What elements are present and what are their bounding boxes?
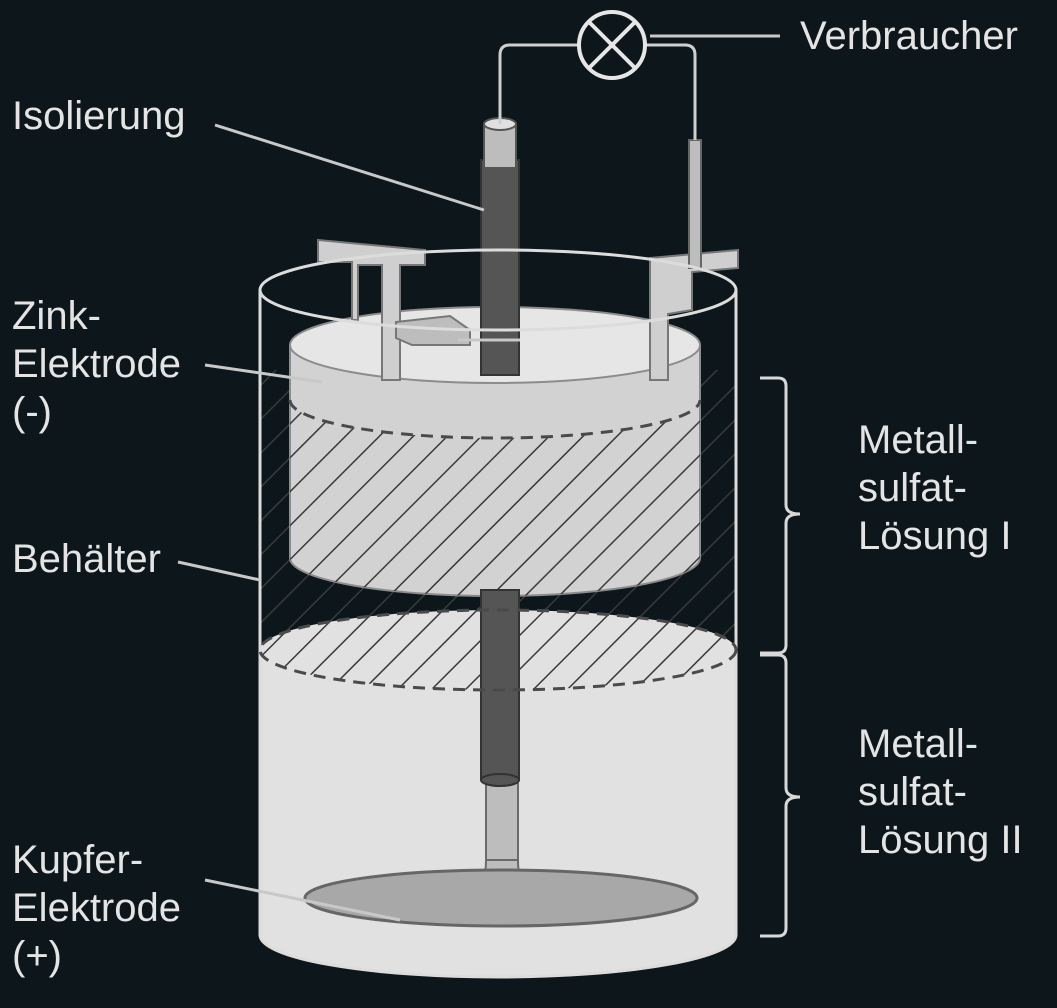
bracket-solution-one xyxy=(760,376,801,655)
label-solution-one-line2: sulfat- xyxy=(858,466,967,510)
label-zinc-line2: Elektrode xyxy=(12,342,181,386)
label-solution-one-line3: Lösung I xyxy=(858,514,1012,558)
wire-right xyxy=(646,43,697,140)
label-solution-one-line1: Metall- xyxy=(858,418,979,462)
leader-container xyxy=(177,560,261,582)
label-copper-line3: (+) xyxy=(12,934,62,978)
label-zinc-electrode: Zink- Elektrode (-) xyxy=(12,292,181,436)
copper-plate xyxy=(303,868,699,928)
zinc-holder-tab-front xyxy=(395,314,471,346)
label-solution-two-line1: Metall- xyxy=(858,722,979,766)
copper-lead xyxy=(688,139,702,269)
insulated-rod xyxy=(480,159,520,376)
consumer-lamp-icon xyxy=(577,10,647,80)
label-copper-electrode: Kupfer- Elektrode (+) xyxy=(12,836,181,980)
rod-cap xyxy=(483,123,517,169)
wire-left xyxy=(498,43,578,124)
label-copper-line1: Kupfer- xyxy=(12,838,144,882)
label-copper-line2: Elektrode xyxy=(12,886,181,930)
label-consumer: Verbraucher xyxy=(800,14,1018,58)
leader-copper xyxy=(204,878,401,922)
label-solution-two-line3: Lösung II xyxy=(858,818,1023,862)
label-container: Behälter xyxy=(12,537,161,581)
container-outline xyxy=(258,248,738,979)
label-zinc-line3: (-) xyxy=(12,390,52,434)
label-solution-two: Metall- sulfat- Lösung II xyxy=(858,720,1023,864)
label-solution-one: Metall- sulfat- Lösung I xyxy=(858,416,1011,560)
leader-insulation xyxy=(214,123,485,212)
label-solution-two-line2: sulfat- xyxy=(858,770,967,814)
bracket-solution-two xyxy=(760,653,801,938)
solution-interface xyxy=(258,608,738,692)
zinc-holder-tab-right xyxy=(649,248,739,381)
label-zinc-line1: Zink- xyxy=(12,294,101,338)
label-insulation: Isolierung xyxy=(12,94,186,138)
leader-zinc xyxy=(204,363,323,384)
zinc-holder-tab-left xyxy=(317,238,426,381)
